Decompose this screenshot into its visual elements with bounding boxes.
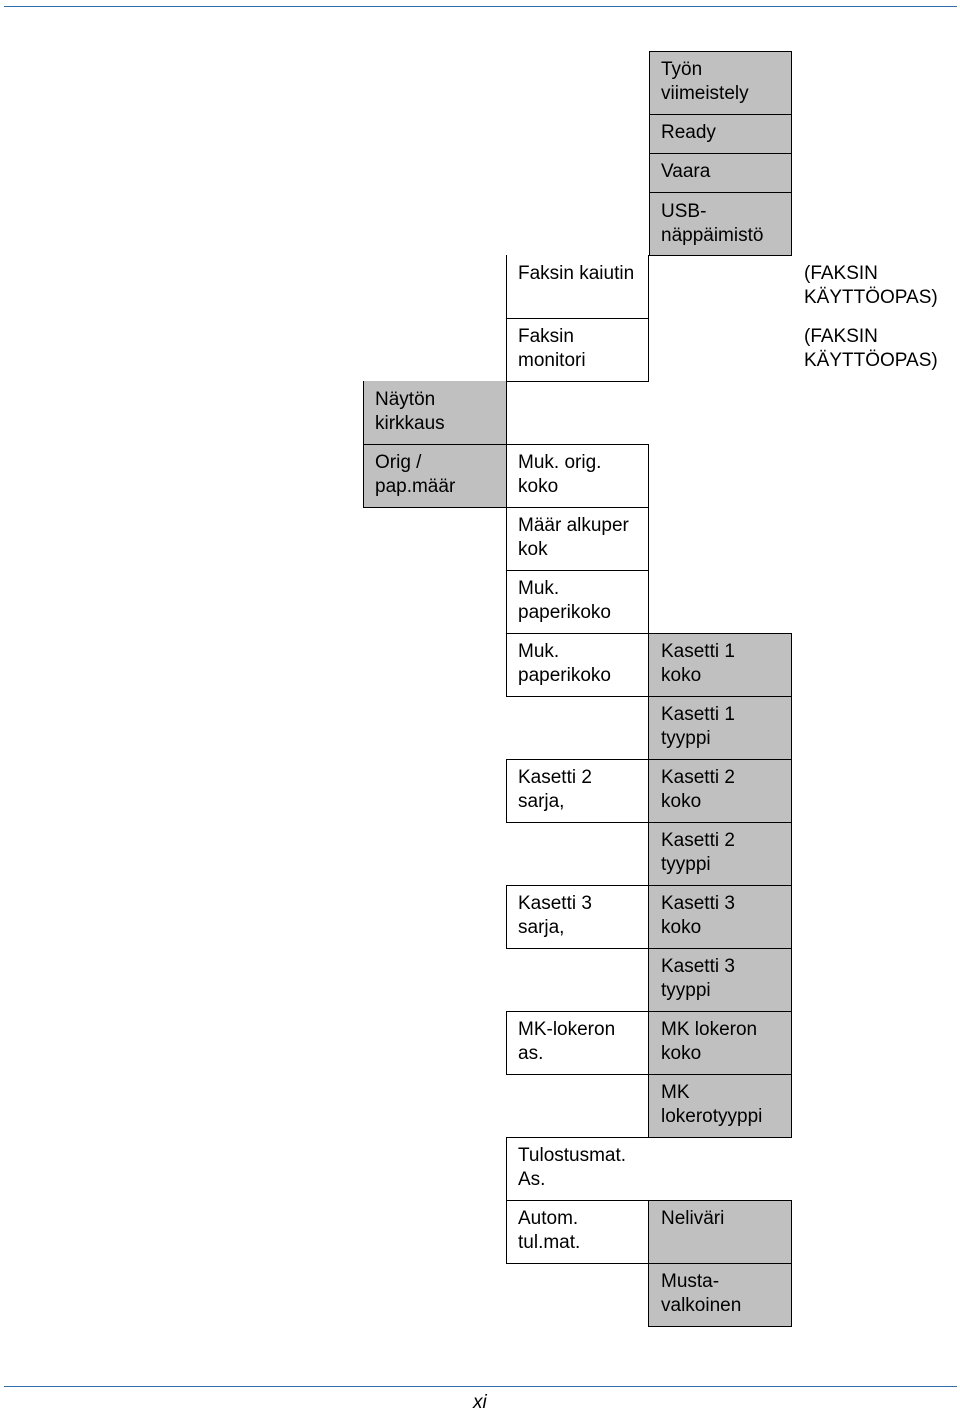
menu-item-maar-alkuper-kok: Määr alkuper kok <box>518 515 629 560</box>
menu-item-orig-pap-maar: Orig / pap.määr <box>375 452 456 497</box>
divider <box>649 885 792 886</box>
menu-item-tulostusmat-as: Tulostusmat. As. <box>518 1145 627 1190</box>
divider <box>649 948 792 949</box>
divider <box>506 948 649 949</box>
divider <box>506 1200 649 1201</box>
divider <box>506 570 649 571</box>
menu-item-kasetti-2-sarja: Kasetti 2 sarja, <box>518 767 592 812</box>
menu-item-mk-lokeron-koko: MK lokeron koko <box>661 1019 758 1064</box>
page-number: xi <box>473 1392 487 1413</box>
divider <box>506 381 649 382</box>
divider <box>506 885 507 948</box>
divider <box>506 759 507 822</box>
menu-item-mk-lokeron-as: MK-lokeron as. <box>518 1019 616 1064</box>
divider <box>506 1074 649 1075</box>
faksi-reference-1: (FAKSIN KÄYTTÖOPAS) <box>804 263 938 308</box>
menu-item-faksin-monitori: Faksin monitori <box>518 326 586 371</box>
menu-item-vaara: Vaara <box>661 161 711 182</box>
divider <box>648 633 649 1138</box>
menu-item-ready: Ready <box>661 122 716 143</box>
menu-item-nayton-kirkkaus: Näytön kirkkaus <box>375 389 445 434</box>
menu-item-mk-lokerotyyppi: MK lokerotyyppi <box>661 1082 763 1127</box>
divider <box>649 1326 792 1327</box>
divider <box>506 381 507 696</box>
divider <box>649 822 792 823</box>
menu-item-autom-tul-mat: Autom. tul.mat. <box>518 1208 581 1253</box>
menu-item-kasetti-2-tyyppi: Kasetti 2 tyyppi <box>661 830 735 875</box>
menu-item-faksin-kaiutin: Faksin kaiutin <box>518 263 635 284</box>
menu-item-kasetti-2-koko: Kasetti 2 koko <box>661 767 735 812</box>
divider <box>506 318 649 319</box>
bottom-rule <box>4 1386 957 1387</box>
divider <box>506 1137 649 1138</box>
divider <box>649 51 792 52</box>
divider <box>506 822 649 823</box>
divider <box>648 1200 649 1327</box>
menu-item-muk-orig-koko: Muk. orig. koko <box>518 452 602 497</box>
divider <box>649 1263 792 1264</box>
menu-item-mustavalkoinen: Musta- valkoinen <box>661 1271 742 1316</box>
menu-item-kasetti-3-tyyppi: Kasetti 3 tyyppi <box>661 956 735 1001</box>
divider <box>363 507 507 508</box>
divider <box>649 153 792 154</box>
divider <box>506 633 649 634</box>
divider <box>649 51 650 256</box>
divider <box>649 1137 792 1138</box>
divider <box>506 759 649 760</box>
menu-item-muk-paperikoko: Muk. paperikoko <box>518 578 611 623</box>
menu-item-tyon-viimeistely: Työn viimeistely <box>661 59 749 104</box>
divider <box>649 192 792 193</box>
divider <box>506 1263 649 1264</box>
divider <box>649 759 792 760</box>
top-rule <box>4 6 957 7</box>
divider <box>506 885 649 886</box>
divider <box>649 696 792 697</box>
divider <box>506 1011 649 1012</box>
menu-item-muk-paperikoko-2: Muk. paperikoko <box>518 641 611 686</box>
menu-item-kasetti-1-koko: Kasetti 1 koko <box>661 641 735 686</box>
divider <box>506 696 649 697</box>
divider <box>649 633 792 634</box>
divider <box>649 1011 792 1012</box>
menu-item-nelivari: Neliväri <box>661 1208 725 1229</box>
divider <box>791 51 792 256</box>
divider <box>506 1137 507 1263</box>
divider <box>363 444 507 445</box>
divider <box>649 1200 792 1201</box>
divider <box>649 1074 792 1075</box>
divider <box>791 1200 792 1327</box>
divider <box>506 1011 507 1074</box>
divider <box>649 255 792 256</box>
faksi-reference-2: (FAKSIN KÄYTTÖOPAS) <box>804 326 938 371</box>
menu-item-kasetti-3-sarja: Kasetti 3 sarja, <box>518 893 592 938</box>
divider <box>649 114 792 115</box>
divider <box>506 444 649 445</box>
divider <box>791 633 792 1138</box>
menu-item-kasetti-3-koko: Kasetti 3 koko <box>661 893 735 938</box>
menu-item-usb-nappaimisto: USB- näppäimistö <box>661 201 764 246</box>
menu-item-kasetti-1-tyyppi: Kasetti 1 tyyppi <box>661 704 735 749</box>
divider <box>506 507 649 508</box>
